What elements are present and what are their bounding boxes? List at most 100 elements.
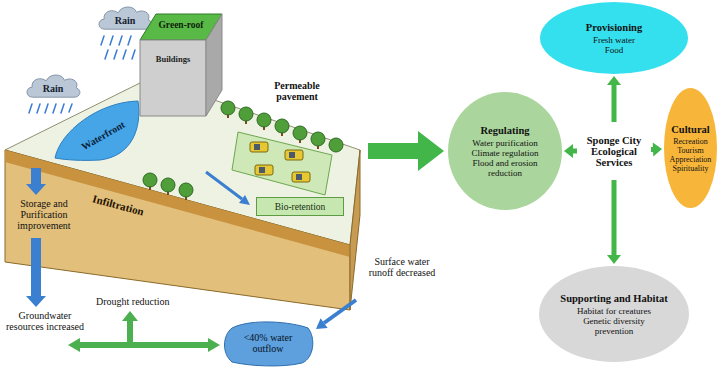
rain-drop [53, 104, 56, 113]
car [292, 172, 310, 182]
ellipse-fill [539, 266, 689, 362]
node-heading: Sponge City Ecological Services [582, 135, 646, 168]
connector-arrow [607, 180, 621, 264]
cultural-ellipse: CulturalRecreation Tourism Appreciation … [664, 88, 717, 208]
connector-line [612, 180, 617, 256]
rain-cloud: Rain [24, 72, 82, 100]
tree-crown [143, 173, 157, 187]
node-body: Buildings [156, 54, 191, 64]
shape-path [99, 7, 152, 29]
bio-retention-strip: Bio-retention [256, 197, 344, 216]
soil-front-face [5, 150, 350, 310]
rain-drop [37, 104, 40, 113]
car [255, 165, 273, 175]
annotation-label: Surface water runoff decreased [364, 256, 440, 278]
node-heading: Regulating [480, 125, 529, 136]
rain-drop [119, 36, 122, 45]
arrow-head [607, 255, 621, 264]
tree-crown [221, 101, 235, 115]
arrow-head [653, 142, 662, 156]
node-heading: Rain [43, 83, 64, 94]
rain-drops [29, 36, 135, 113]
label-holder: Storage and Purification improvement [8, 198, 80, 231]
groundwater-arrow [26, 238, 46, 307]
drought-up-arrow [122, 311, 138, 343]
label-holder: Surface water runoff decreased [364, 256, 440, 278]
node-body: Fresh water Food [587, 35, 641, 55]
supporting-ellipse: Supporting and HabitatHabitat for creatu… [539, 266, 689, 362]
node-body: Water purification Climate regulation Fl… [464, 138, 546, 178]
permeable-pavement-area [232, 132, 332, 195]
center-title: Sponge City Ecological Services [579, 124, 649, 178]
provisioning-ellipse: ProvisioningFresh water Food [540, 2, 688, 74]
arrow-head [607, 76, 621, 85]
car [250, 142, 268, 152]
connector-arrow [564, 144, 577, 158]
tree-crown [293, 126, 307, 140]
ellipse-fill [448, 92, 562, 210]
connector-line [612, 84, 617, 122]
double-arrow [68, 338, 220, 352]
rain-drop [132, 50, 135, 59]
annotation-label: Drought reduction [96, 296, 186, 307]
rain-drop [101, 36, 104, 45]
tree-crown [161, 178, 175, 192]
car-window [254, 144, 260, 150]
label-holder: Permeable pavement [262, 80, 332, 102]
annotation-label: Groundwater resources increased [3, 310, 87, 332]
flow-arrow-line [206, 172, 242, 199]
node-heading: <40% water outflow [237, 332, 299, 354]
label-holder: Drought reduction [96, 296, 186, 307]
soil-side-face [350, 150, 360, 310]
node-heading: Green-roof [158, 20, 203, 30]
car-window [259, 167, 265, 173]
building: Green-roofBuildings [140, 14, 222, 116]
label-holder: Infiltration [92, 195, 172, 213]
rain-drop [69, 104, 72, 112]
shape-path [140, 40, 206, 116]
ellipse-fill [540, 2, 688, 74]
tree-crown [239, 107, 253, 121]
shape-path [55, 101, 139, 160]
node-heading: Rain [115, 15, 136, 26]
connector-arrow [651, 142, 662, 156]
annotation-label: Permeable pavement [262, 80, 332, 102]
node-heading: Cultural [671, 124, 710, 135]
node-body: Recreation Tourism Appreciation Spiritua… [666, 137, 716, 173]
rain-drop [29, 104, 32, 113]
rain-drop [105, 50, 108, 59]
node-body: Habitat for creatures Genetic diversity … [568, 306, 660, 336]
car-window [289, 152, 295, 158]
rain-drop [114, 50, 117, 59]
flow-arrow-head [239, 195, 250, 205]
connector-arrow [607, 76, 621, 122]
rain-drop [128, 36, 131, 45]
car [285, 150, 303, 160]
rain-cloud: Rain [96, 4, 154, 32]
runoff-arrow-line [324, 300, 356, 323]
rain-drop [61, 104, 64, 113]
tree-crown [329, 138, 343, 152]
regulating-ellipse: RegulatingWater purification Climate reg… [448, 92, 562, 210]
label-holder: Groundwater resources increased [3, 310, 87, 332]
arrow-head [564, 144, 573, 158]
runoff-arrow-head [316, 318, 328, 329]
waterfront-pond-shape [52, 98, 142, 162]
shape-path [27, 75, 80, 97]
tree-crown [179, 183, 193, 197]
tree-crown [257, 113, 271, 127]
tree-crown [275, 119, 289, 133]
rain-drop [45, 104, 48, 113]
big-flow-arrow [368, 131, 444, 171]
node-heading: Bio-retention [275, 202, 326, 212]
shape-path [225, 322, 313, 366]
ellipse-fill [664, 88, 717, 208]
car-window [296, 174, 302, 180]
rain-drop [123, 50, 126, 59]
cars [250, 142, 310, 182]
infiltration-arrow [26, 168, 46, 195]
rain-drop [110, 36, 113, 45]
outflow-pool: <40% water outflow [222, 320, 314, 366]
node-heading: Supporting and Habitat [560, 293, 667, 304]
